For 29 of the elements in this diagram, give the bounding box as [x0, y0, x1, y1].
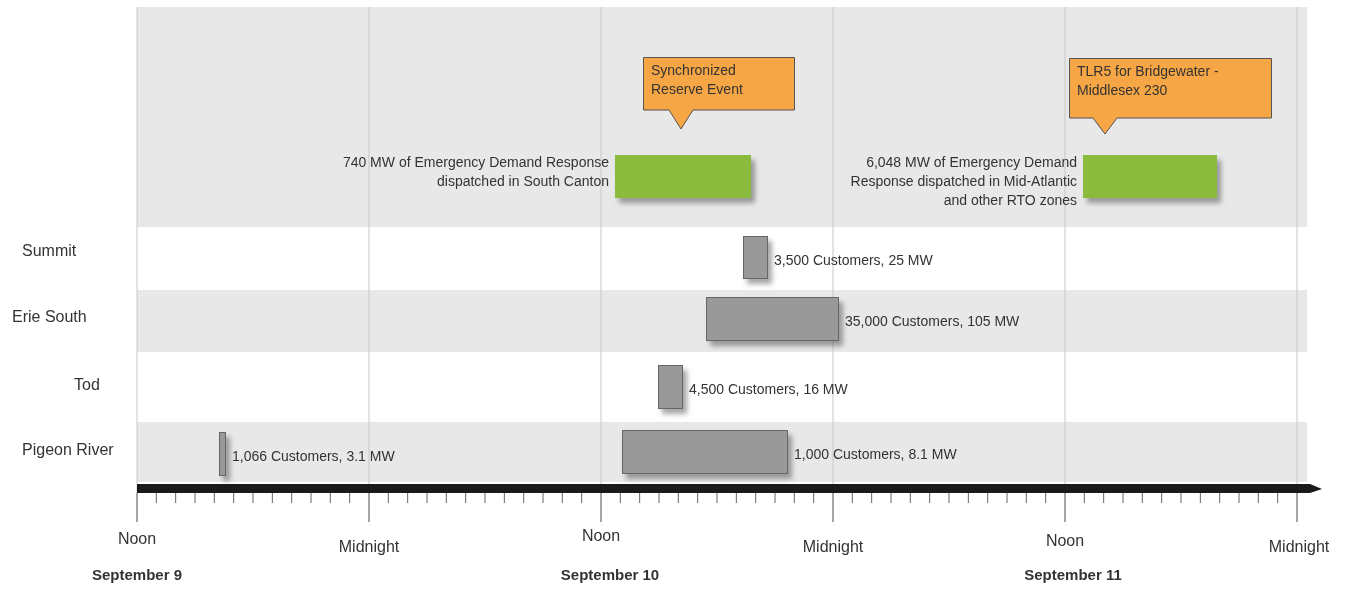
timeline-bar [658, 365, 683, 409]
date-label: September 10 [560, 566, 660, 583]
callout-box: TLR5 for Bridgewater - Middlesex 230 [1069, 58, 1272, 135]
date-label: September 11 [1024, 566, 1122, 583]
bar-label: 740 MW of Emergency Demand Response dispatched in South Canton [341, 153, 609, 191]
callout-box: Synchronized Reserve Event [643, 57, 795, 130]
bar-label: 35,000 Customers, 105 MW [845, 312, 1020, 331]
tick-label: Midnight [1268, 538, 1330, 556]
tick-label: Noon [581, 527, 621, 545]
timeline-bar [615, 155, 751, 198]
bar-label: 6,048 MW of Emergency Demand Response dispatched in Mid-Atlantic and other RTO zones [849, 153, 1077, 210]
timeline-bar [622, 430, 788, 474]
timeline-bar [743, 236, 768, 279]
timeline-bar [706, 297, 839, 341]
timeline-bar [219, 432, 226, 476]
tick-label: Midnight [802, 538, 864, 556]
timeline-bar [1083, 155, 1217, 198]
date-label: September 9 [92, 566, 182, 583]
bar-label: 3,500 Customers, 25 MW [774, 250, 933, 270]
row-label: Pigeon River [22, 441, 114, 459]
row-label: Summit [22, 242, 77, 260]
tick-label: Noon [1045, 532, 1085, 550]
row-label: Erie South [12, 308, 87, 326]
row-label: Tod [74, 376, 100, 394]
bar-label: 4,500 Customers, 16 MW [689, 380, 848, 399]
bar-label: 1,000 Customers, 8.1 MW [794, 445, 957, 464]
tick-label: Midnight [338, 538, 400, 556]
tick-label: Noon [117, 530, 157, 548]
bar-label: 1,066 Customers, 3.1 MW [232, 447, 395, 466]
